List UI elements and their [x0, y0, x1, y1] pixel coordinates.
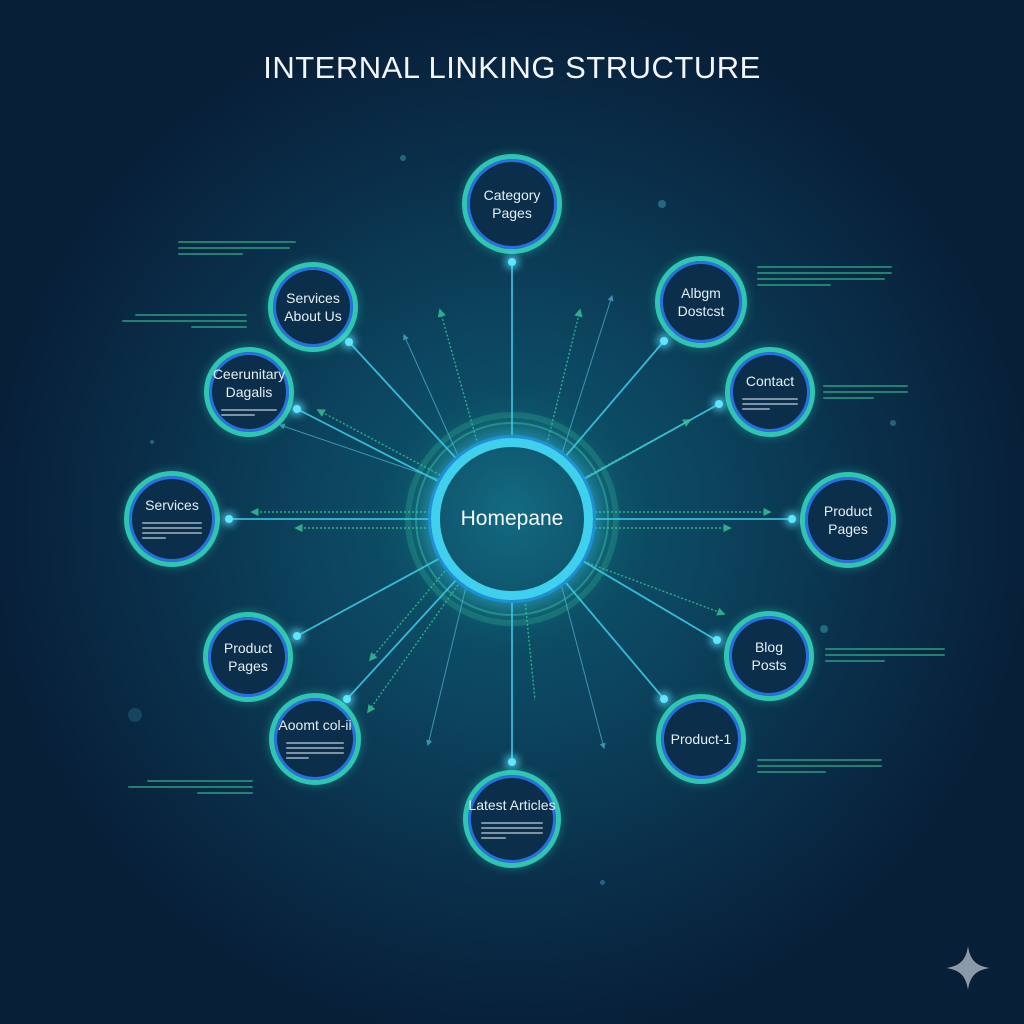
node-description	[221, 406, 277, 419]
node-label: Blog Posts	[751, 639, 787, 673]
node-label: Services About Us	[284, 290, 342, 324]
node-label: Product-1	[670, 731, 732, 747]
node-services[interactable]: Services	[124, 471, 220, 567]
connector-dot	[660, 337, 668, 345]
connector-dot	[715, 400, 723, 408]
node-description	[481, 819, 543, 842]
node-label: Services	[145, 497, 199, 513]
sparkle-icon	[946, 946, 990, 990]
connector-dot	[788, 515, 796, 523]
node-latest-articles[interactable]: Latest Articles	[463, 770, 561, 868]
node-ceerunitary-dagalis[interactable]: Ceerunitary Dagalis	[204, 347, 294, 437]
node-algm-dostcst[interactable]: Albgm Dostcst	[655, 256, 747, 348]
connector-dot	[293, 405, 301, 413]
node-product-pages-left[interactable]: Product Pages	[203, 612, 293, 702]
connector-dot	[293, 632, 301, 640]
annotation-text-block	[823, 381, 908, 403]
node-services-about-us[interactable]: Services About Us	[268, 262, 358, 352]
connector-dot	[508, 758, 516, 766]
diagram-title: INTERNAL LINKING STRUCTURE	[263, 50, 761, 85]
node-description	[742, 395, 798, 413]
hub-node-homepage[interactable]: Homepane	[431, 438, 593, 600]
node-product-pages-right[interactable]: Product Pages	[800, 472, 896, 568]
sparkle-dot	[150, 440, 154, 444]
connector-dot	[345, 338, 353, 346]
annotation-text-block	[825, 644, 945, 666]
node-description	[286, 739, 344, 762]
connector-dot	[225, 515, 233, 523]
connector-dot	[508, 258, 516, 266]
connector-dot	[660, 695, 668, 703]
connector-dot	[343, 695, 351, 703]
annotation-text-block	[178, 237, 296, 259]
annotation-text-block	[757, 262, 892, 290]
sparkle-dot	[600, 880, 605, 885]
hub-label: Homepane	[460, 507, 564, 530]
node-blog-posts[interactable]: Blog Posts	[724, 611, 814, 701]
node-label: Contact	[745, 372, 795, 389]
sparkle-dot	[658, 200, 666, 208]
node-product-1[interactable]: Product-1	[656, 694, 746, 784]
node-label: Albgm Dostcst	[677, 285, 725, 319]
node-label: Latest Articles	[468, 797, 556, 813]
node-category-pages[interactable]: Category Pages	[462, 154, 562, 254]
node-label: Category Pages	[483, 187, 541, 221]
connector-dot	[713, 636, 721, 644]
sparkle-dot	[820, 625, 828, 633]
annotation-text-block	[122, 310, 247, 332]
node-label: Product Pages	[823, 503, 873, 537]
node-aoomt-col[interactable]: Aoomt col-ii	[269, 693, 361, 785]
sparkle-dot	[890, 420, 896, 426]
node-label: Aoomt col-ii	[278, 717, 352, 733]
node-label: Ceerunitary Dagalis	[212, 366, 286, 400]
annotation-text-block	[128, 776, 253, 798]
sparkle-dot	[400, 155, 406, 161]
node-contact[interactable]: Contact	[725, 347, 815, 437]
sparkle-dot	[128, 708, 142, 722]
annotation-text-block	[757, 755, 882, 777]
node-description	[141, 519, 203, 542]
node-label: Product Pages	[223, 640, 273, 674]
